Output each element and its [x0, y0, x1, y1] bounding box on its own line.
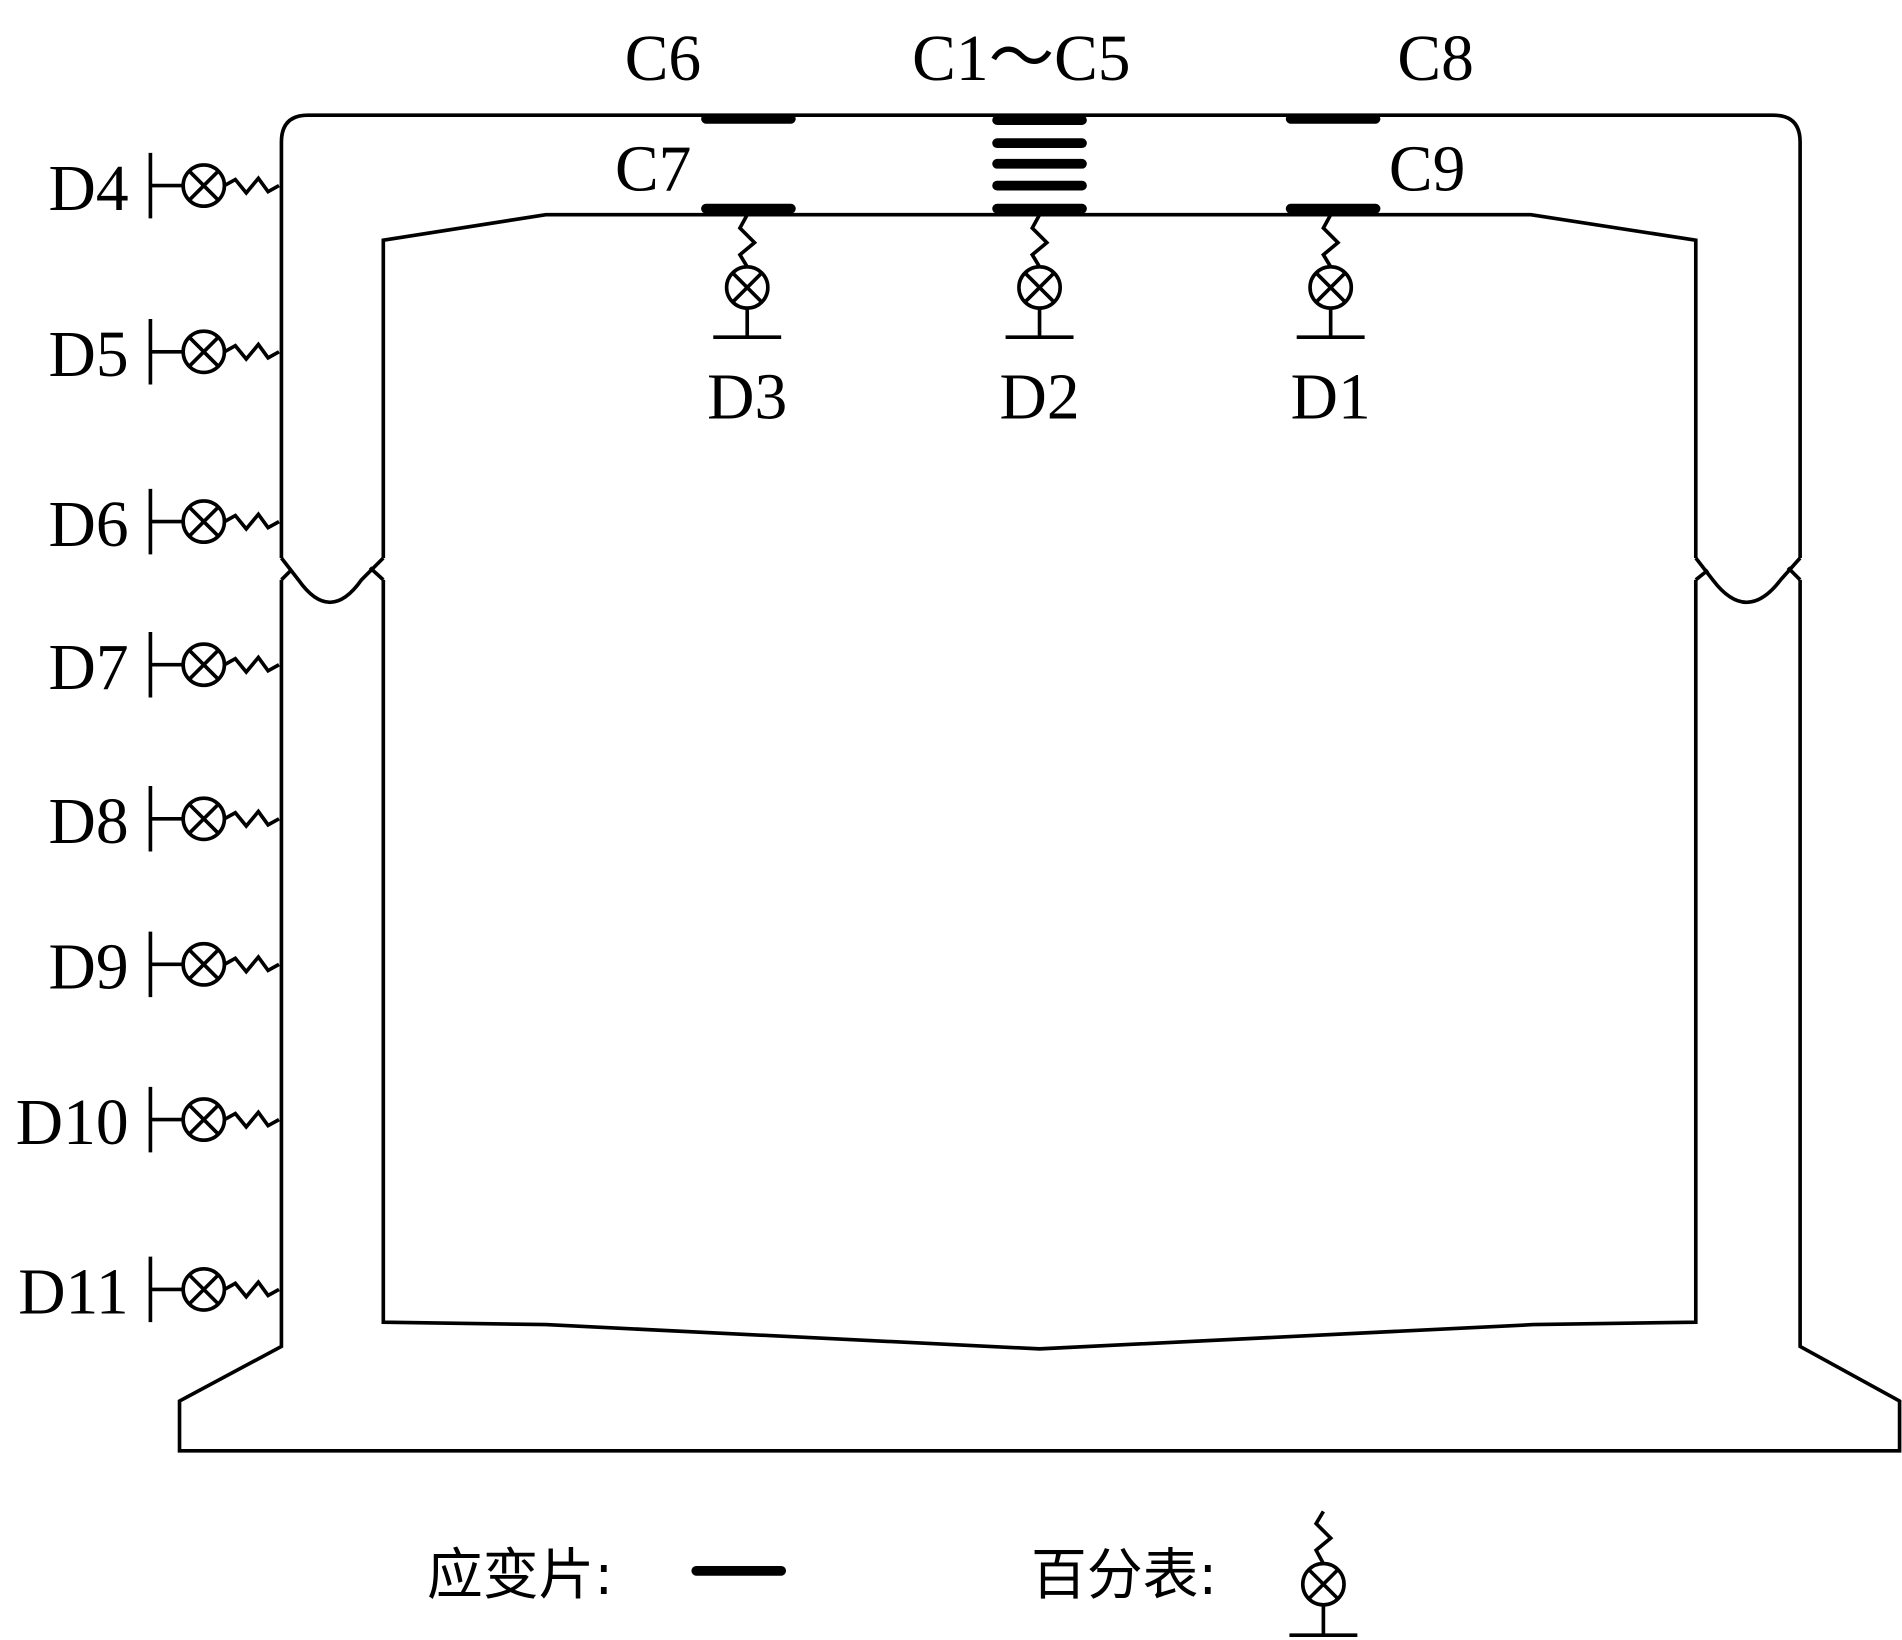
label-d11: D11 — [18, 1257, 128, 1329]
left-joint — [279, 556, 385, 605]
cross-icon — [187, 802, 220, 835]
gauge-base — [148, 1256, 184, 1323]
spring-icon — [223, 1279, 280, 1300]
cross-icon — [187, 948, 220, 981]
spring-icon — [1313, 1510, 1334, 1565]
cross-icon — [187, 505, 220, 538]
spring-icon — [223, 808, 280, 829]
dial-gauge-d11 — [148, 1256, 280, 1323]
gauge-base — [1005, 308, 1074, 340]
gauge-base — [1289, 1604, 1358, 1637]
cross-icon — [1023, 271, 1056, 304]
dial-gauge-symbol — [1300, 1561, 1346, 1607]
legend-dial-gauge-symbol — [1289, 1510, 1358, 1637]
dial-gauge-d5 — [148, 319, 280, 385]
strain-gauges — [701, 114, 1381, 214]
cross-icon — [1314, 271, 1347, 304]
label-c1-c5: C1～C5 — [912, 23, 1130, 95]
dial-gauge-circle — [1017, 265, 1062, 310]
gauge-base — [148, 488, 184, 555]
gauge-base — [148, 152, 184, 219]
gauge-base — [713, 308, 782, 340]
label-d8: D8 — [49, 786, 129, 858]
gauge-base — [148, 319, 184, 385]
spring-icon — [223, 654, 280, 675]
label-c8: C8 — [1397, 23, 1473, 95]
label-d10: D10 — [16, 1087, 129, 1159]
legend: 应变片: 百分表: — [427, 1510, 1358, 1637]
cross-icon — [187, 1103, 220, 1136]
label-c6: C6 — [625, 23, 701, 95]
dial-gauge-d3 — [713, 213, 782, 340]
label-d6: D6 — [49, 489, 129, 561]
dial-gauge-d10 — [148, 1086, 280, 1153]
gauge-base — [148, 786, 184, 852]
spring-icon — [223, 954, 280, 975]
label-d1: D1 — [1291, 361, 1371, 433]
label-c9: C9 — [1389, 133, 1465, 205]
spring-icon — [223, 341, 280, 362]
spring-icon — [223, 175, 280, 196]
cross-icon — [187, 648, 220, 681]
dial-gauge-d2 — [1005, 213, 1074, 340]
legend-strain-gauge-label: 应变片: — [427, 1543, 613, 1608]
gauge-base — [148, 1086, 184, 1153]
gauge-base — [148, 931, 184, 998]
spring-icon — [223, 1109, 280, 1130]
cross-icon — [187, 335, 220, 368]
legend-dial-gauge-label: 百分表: — [1031, 1543, 1217, 1608]
cross-icon — [731, 271, 764, 304]
label-d9: D9 — [49, 932, 129, 1004]
dial-gauge-d9 — [148, 931, 280, 998]
spring-icon — [1321, 213, 1341, 268]
gauge-base — [148, 631, 184, 698]
label-d4: D4 — [49, 153, 129, 225]
label-d7: D7 — [49, 632, 129, 704]
dial-gauge-d1 — [1296, 213, 1365, 340]
label-d3: D3 — [707, 361, 787, 433]
gauge-base — [1296, 308, 1365, 340]
inner-bottom-outline — [381, 579, 1698, 1351]
dial-gauge-d8 — [148, 786, 280, 852]
right-joint — [1694, 556, 1802, 605]
dial-gauge-d6 — [148, 488, 280, 555]
lower-outline — [177, 579, 1902, 1453]
label-d2: D2 — [1000, 361, 1080, 433]
cross-icon — [1307, 1568, 1340, 1601]
label-d5: D5 — [49, 319, 129, 391]
dial-gauge-d7 — [148, 631, 280, 698]
spring-icon — [1029, 213, 1050, 268]
spring-icon — [223, 511, 280, 532]
label-c7: C7 — [615, 133, 691, 205]
spring-icon — [737, 213, 758, 268]
cross-icon — [187, 169, 220, 202]
cross-icon — [187, 1273, 220, 1306]
dial-gauge-d4 — [148, 152, 280, 219]
